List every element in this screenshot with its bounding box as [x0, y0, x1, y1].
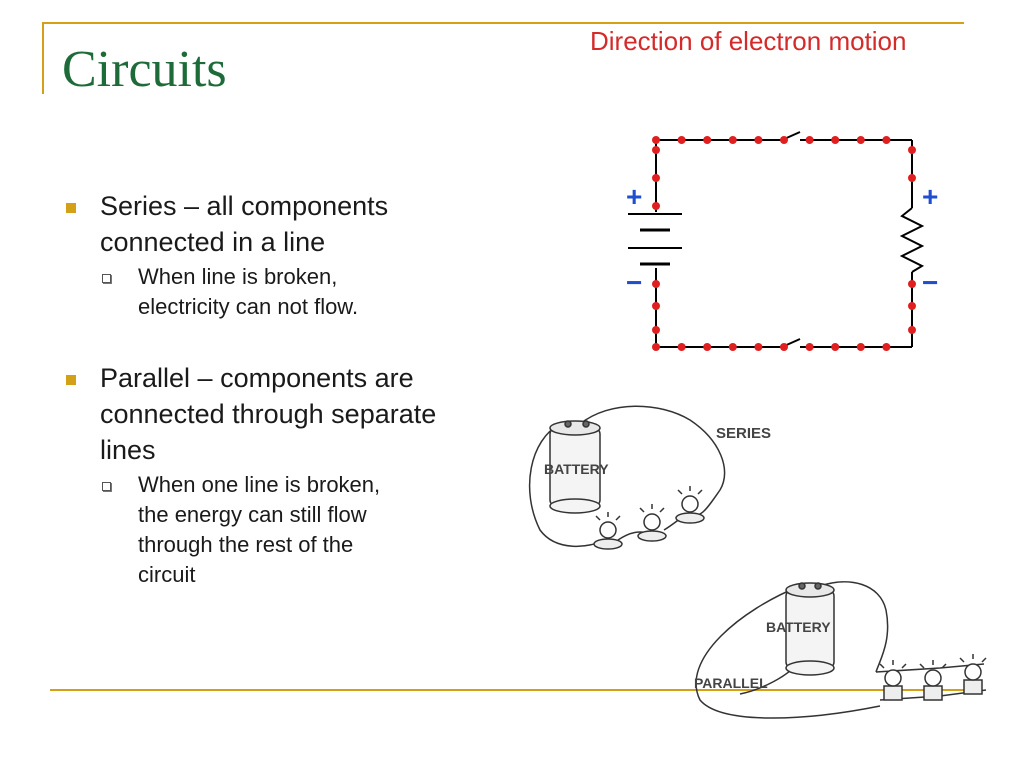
bullet-square-icon	[66, 375, 76, 385]
decorative-vertical-line	[42, 22, 44, 94]
sub-bullet-series-line1: When line is broken,	[138, 264, 338, 289]
sub-bullet-parallel-line4: circuit	[138, 562, 196, 587]
polarity-signs: + − + −	[626, 181, 938, 298]
electron-dot	[856, 343, 865, 351]
electron-dot	[677, 136, 686, 144]
diagram-caption: Direction of electron motion	[590, 26, 907, 56]
electron-dot	[703, 136, 712, 144]
sub-bullet-parallel-line2: the energy can still flow	[138, 502, 367, 527]
electron-dot	[882, 343, 891, 351]
sub-bullet-parallel-line3: through the rest of the	[138, 532, 354, 557]
sub-bullet-series-line2: electricity can not flow.	[138, 294, 359, 319]
electron-dot	[754, 136, 763, 144]
electron-dot	[908, 174, 916, 182]
bullet-series-line1: Series – all components	[100, 191, 389, 221]
series-battery	[549, 420, 601, 514]
sub-bullet-box-icon	[102, 274, 111, 283]
electron-dot	[831, 136, 840, 144]
electron-dot	[805, 136, 814, 144]
electron-dot	[652, 280, 660, 288]
circuit-diagram	[628, 131, 925, 348]
electron-dot	[882, 136, 891, 144]
sub-bullet-series: When line is broken, electricity can not…	[60, 262, 500, 322]
electron-dot	[652, 146, 660, 154]
minus-right-sign: −	[922, 267, 938, 298]
electron-dot	[703, 343, 712, 351]
parallel-battery	[785, 582, 835, 676]
electron-dot	[908, 302, 916, 310]
electron-dot	[780, 136, 788, 144]
bullet-series-line2: connected in a line	[100, 227, 326, 257]
series-label: SERIES	[716, 425, 771, 442]
electron-dot	[856, 136, 865, 144]
slide-title: Circuits	[62, 41, 227, 98]
bullet-square-icon	[66, 203, 76, 213]
electron-dot	[908, 146, 916, 154]
electron-dot	[652, 343, 660, 351]
series-illustration	[528, 405, 726, 550]
electron-dot	[677, 343, 686, 351]
parallel-label: PARALLEL	[694, 675, 768, 691]
parallel-bulb-3	[959, 654, 987, 695]
parallel-bulb-2	[919, 660, 947, 701]
electron-dot	[652, 174, 660, 182]
bullet-parallel-line1: Parallel – components are	[100, 363, 414, 393]
electron-dot	[908, 326, 916, 334]
plus-left-sign: +	[626, 181, 642, 212]
electron-dot	[908, 280, 916, 288]
electron-dot	[780, 343, 788, 351]
electron-dot	[652, 136, 660, 144]
electron-dot	[754, 343, 763, 351]
electron-dot	[831, 343, 840, 351]
electron-dots	[652, 136, 916, 351]
electron-dot	[805, 343, 814, 351]
electron-dot	[652, 302, 660, 310]
sub-bullet-parallel-line1: When one line is broken,	[138, 472, 381, 497]
bullet-parallel: Parallel – components are connected thro…	[60, 360, 500, 468]
electron-dot	[728, 136, 737, 144]
parallel-illustration	[695, 581, 987, 719]
electron-dot	[728, 343, 737, 351]
series-bulb-3	[675, 486, 705, 524]
plus-right-sign: +	[922, 181, 938, 212]
parallel-bulb-1	[879, 660, 907, 701]
minus-left-sign: −	[626, 267, 642, 298]
bullet-list: Series – all components connected in a l…	[60, 188, 500, 590]
electron-dot	[652, 202, 660, 210]
sub-bullet-box-icon	[102, 482, 111, 491]
resistor-symbol	[899, 207, 925, 273]
series-battery-label: BATTERY	[544, 461, 609, 477]
decorative-bottom-line	[50, 689, 972, 691]
bullet-series: Series – all components connected in a l…	[60, 188, 500, 260]
sub-bullet-parallel: When one line is broken, the energy can …	[60, 470, 500, 590]
electron-dot	[652, 326, 660, 334]
bullet-parallel-line3: lines	[100, 435, 156, 465]
series-bulb-2	[637, 504, 667, 542]
bullet-parallel-line2: connected through separate	[100, 399, 437, 429]
battery-symbol	[628, 213, 682, 266]
parallel-battery-label: BATTERY	[766, 619, 831, 635]
series-bulb-1	[593, 512, 623, 550]
decorative-top-line	[42, 22, 964, 24]
